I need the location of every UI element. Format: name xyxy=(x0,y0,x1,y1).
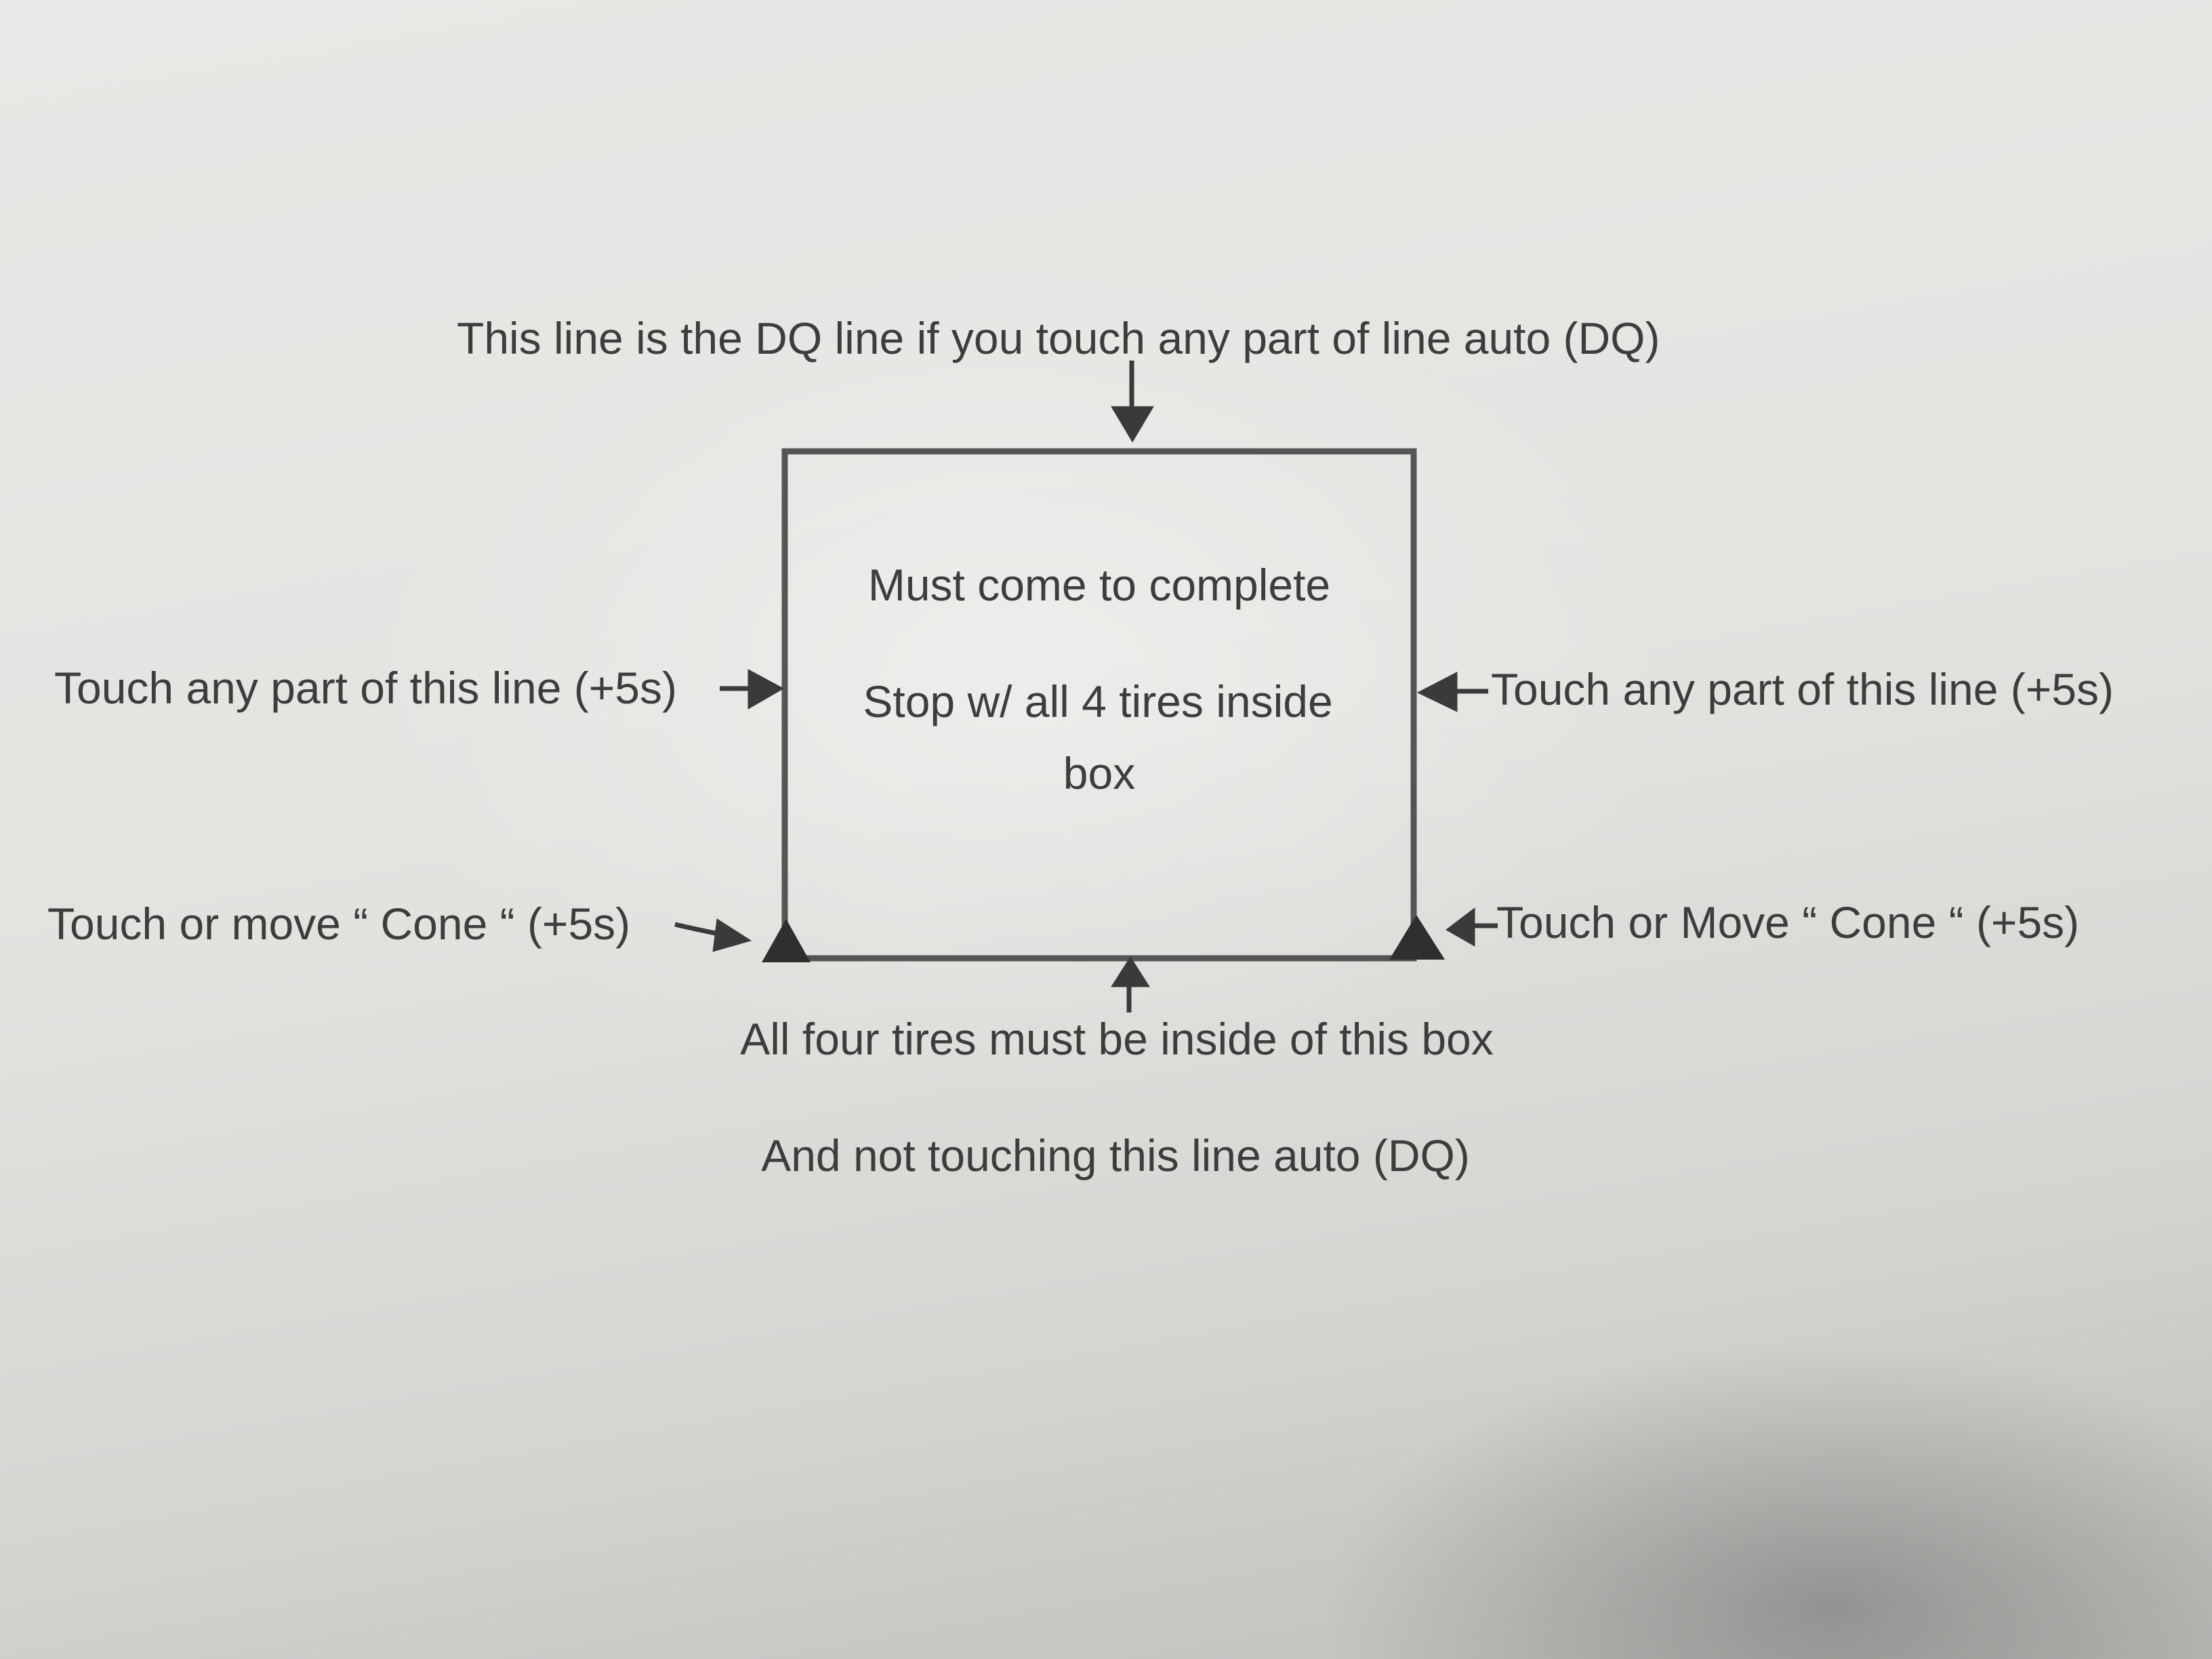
left-cone-label: Touch or move “ Cone “ (+5s) xyxy=(47,899,631,949)
bottom-arrow-icon xyxy=(1111,956,1150,1012)
left-side-label: Touch any part of this line (+5s) xyxy=(54,663,677,713)
right-cone-arrow-icon xyxy=(1446,907,1498,947)
left-cone-arrow-icon xyxy=(674,918,752,952)
stop-box xyxy=(781,448,1417,962)
bottom-label-line-1: All four tires must be inside of this bo… xyxy=(740,1014,1494,1064)
left-side-arrow-icon xyxy=(720,669,785,710)
top-arrow-icon xyxy=(1111,361,1154,443)
top-line-label: This line is the DQ line if you touch an… xyxy=(457,313,1660,363)
right-cone-icon xyxy=(1389,915,1445,960)
left-cone-icon xyxy=(762,919,811,962)
bottom-label-line-2: And not touching this line auto (DQ) xyxy=(761,1130,1470,1181)
box-text-line-1: Must come to complete xyxy=(867,560,1331,610)
box-text-line-3: box xyxy=(1063,748,1136,798)
right-cone-label: Touch or Move “ Cone “ (+5s) xyxy=(1496,897,2080,947)
box-text-line-2: Stop w/ all 4 tires inside xyxy=(863,676,1333,726)
paper-shadow xyxy=(1084,1186,2212,1659)
right-side-arrow-icon xyxy=(1416,672,1488,712)
right-side-label: Touch any part of this line (+5s) xyxy=(1491,664,2114,714)
